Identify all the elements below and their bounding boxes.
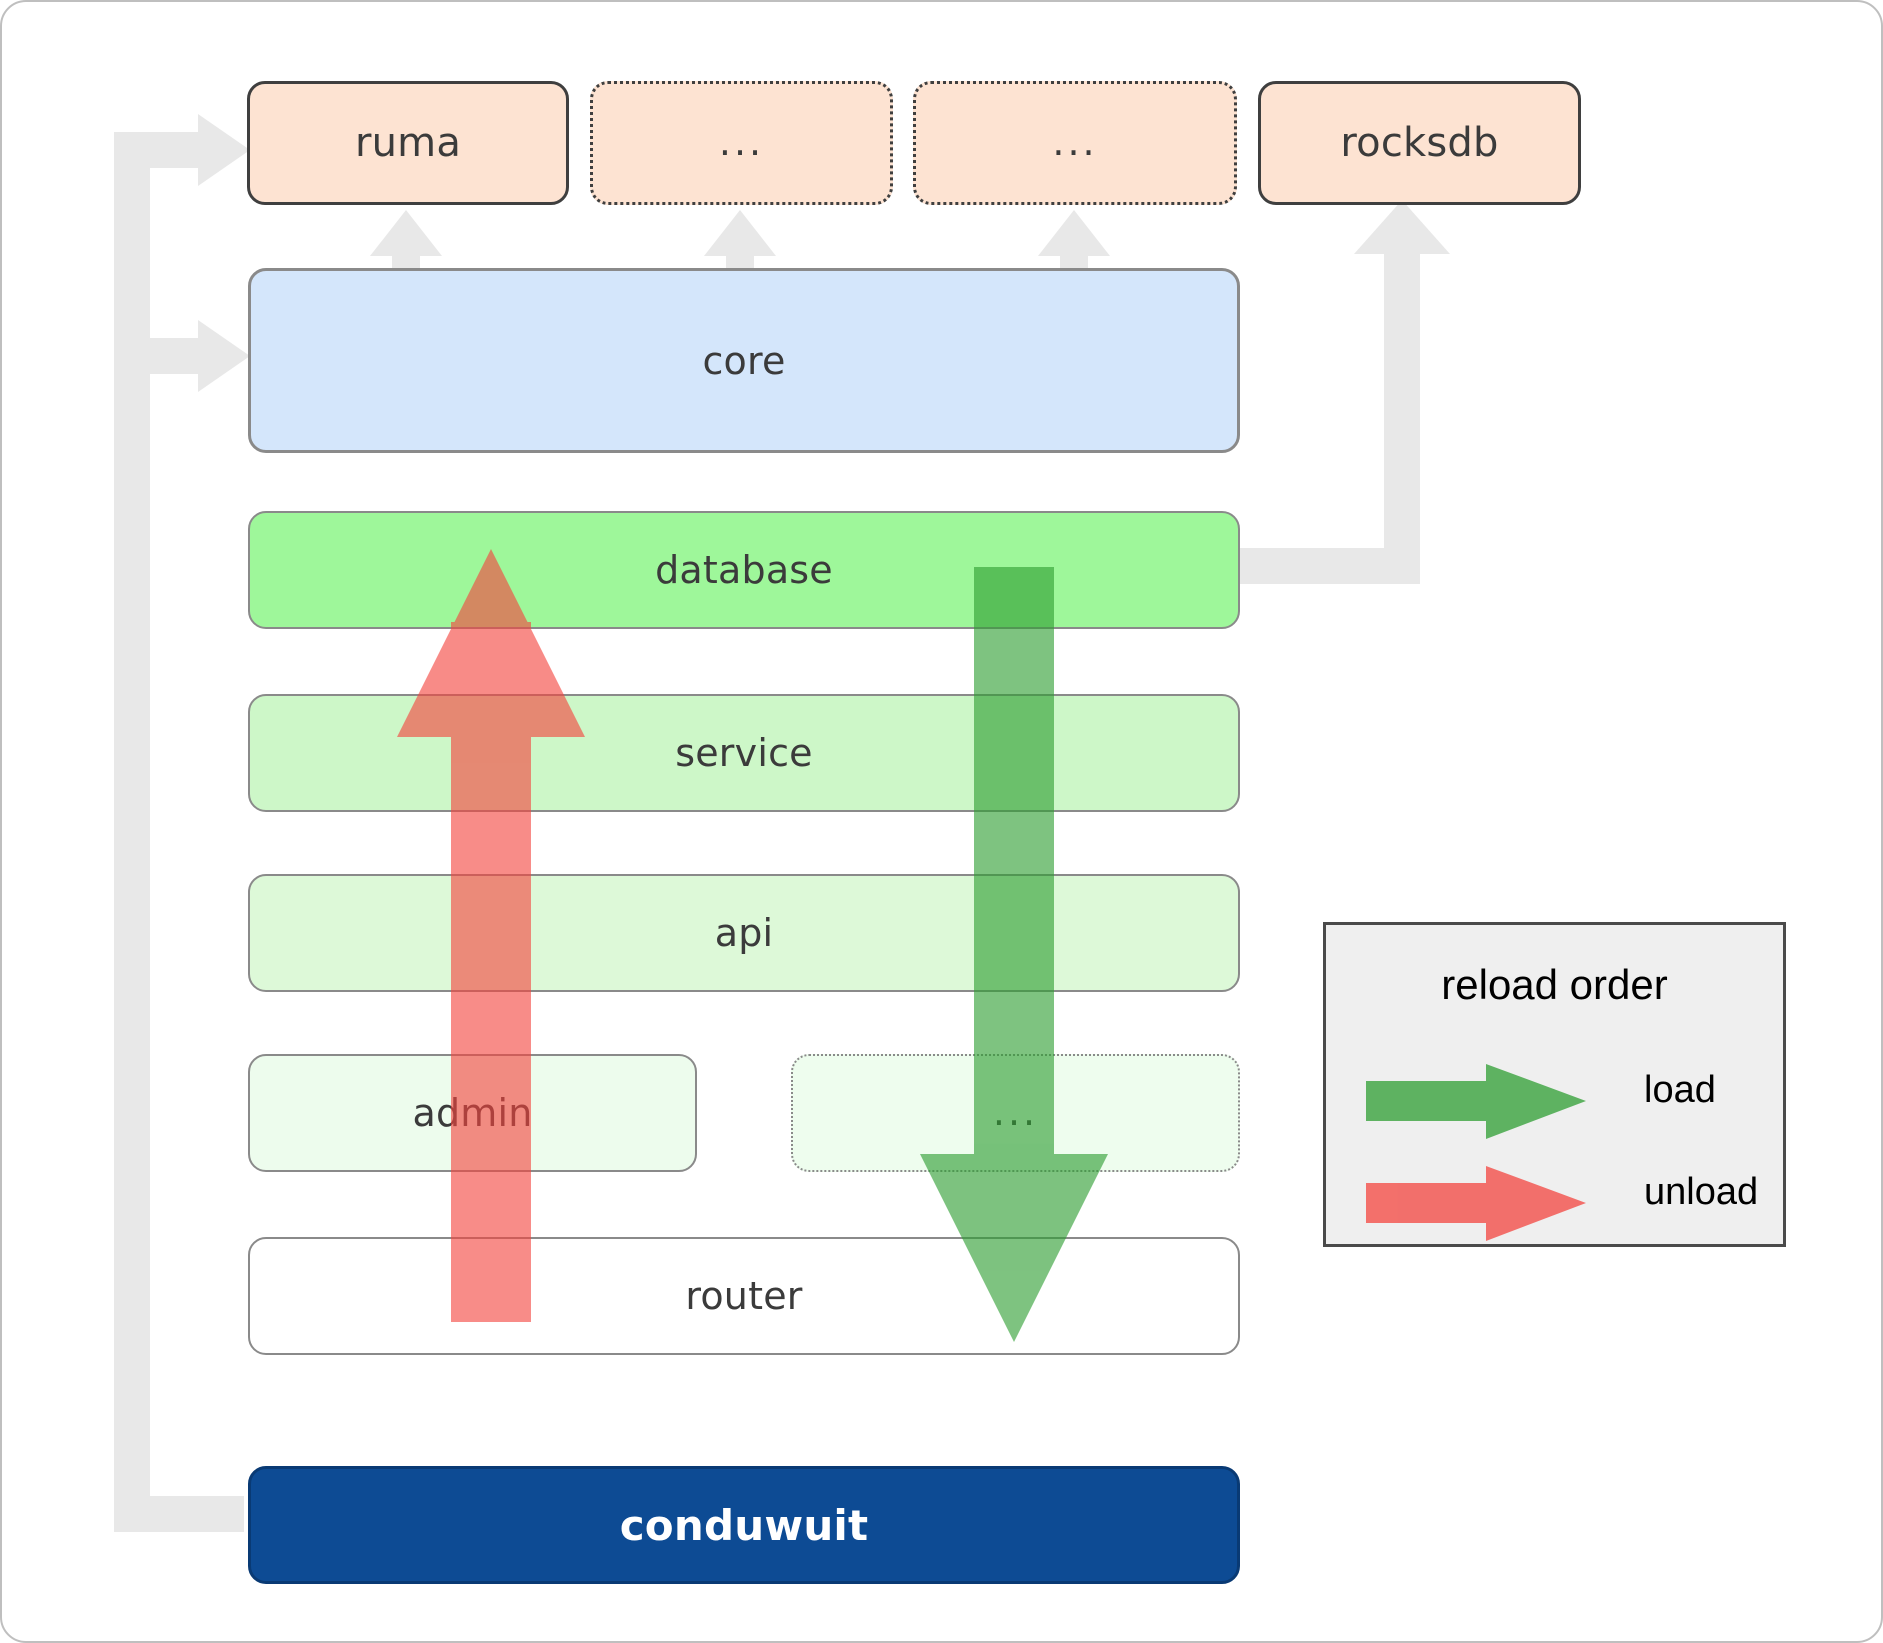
legend-row-unload: unload [1326, 1157, 1783, 1247]
core-node[interactable]: core [248, 268, 1240, 453]
connector-arrowhead-ruma [198, 114, 250, 186]
dependency-label: rocksdb [1340, 120, 1499, 166]
layer-node-router[interactable]: router [248, 1237, 1240, 1355]
layer-node-api[interactable]: api [248, 874, 1240, 992]
legend-title: reload order [1441, 961, 1668, 1008]
dependency-node-ruma[interactable]: ruma [247, 81, 569, 205]
layer-label: service [675, 731, 813, 775]
connector-db-rocksdb-head [1354, 200, 1450, 254]
connector-root-stub [114, 1496, 244, 1532]
dependency-node-ellipsis-1[interactable]: ... [590, 81, 893, 205]
layer-label: database [655, 548, 833, 592]
dependency-label: ... [1052, 120, 1098, 165]
unload-arrow-icon [1366, 1166, 1586, 1241]
legend-row-load: load [1326, 1055, 1783, 1145]
layer-label: admin [412, 1091, 533, 1135]
connector-db-rocksdb-vertical [1384, 242, 1420, 584]
connector-core-ruma-head [370, 210, 442, 256]
layer-label: router [685, 1274, 803, 1318]
core-label: core [702, 338, 786, 383]
layer-node-service[interactable]: service [248, 694, 1240, 812]
dependency-node-rocksdb[interactable]: rocksdb [1258, 81, 1581, 205]
root-node-conduwuit[interactable]: conduwuit [248, 1466, 1240, 1584]
connector-arrowhead-core [198, 320, 250, 392]
legend-label-load: load [1644, 1069, 1716, 1111]
connector-branch-core [114, 338, 214, 374]
layer-node-database[interactable]: database [248, 511, 1240, 629]
dependency-node-ellipsis-2[interactable]: ... [913, 81, 1237, 205]
connector-core-dots1-head [704, 210, 776, 256]
legend-panel: reload order load unload [1323, 922, 1786, 1247]
layer-node-ellipsis[interactable]: ... [791, 1054, 1240, 1172]
layer-node-admin[interactable]: admin [248, 1054, 697, 1172]
legend-label-unload: unload [1644, 1171, 1759, 1213]
layer-label: ... [992, 1090, 1039, 1135]
load-arrow-icon [1366, 1064, 1586, 1139]
dependency-label: ruma [354, 120, 462, 166]
dependency-label: ... [718, 120, 765, 165]
connector-core-dots2-head [1038, 210, 1110, 256]
connector-branch-ruma [114, 132, 214, 168]
layer-label: api [714, 911, 774, 955]
root-label: conduwuit [619, 1500, 869, 1550]
